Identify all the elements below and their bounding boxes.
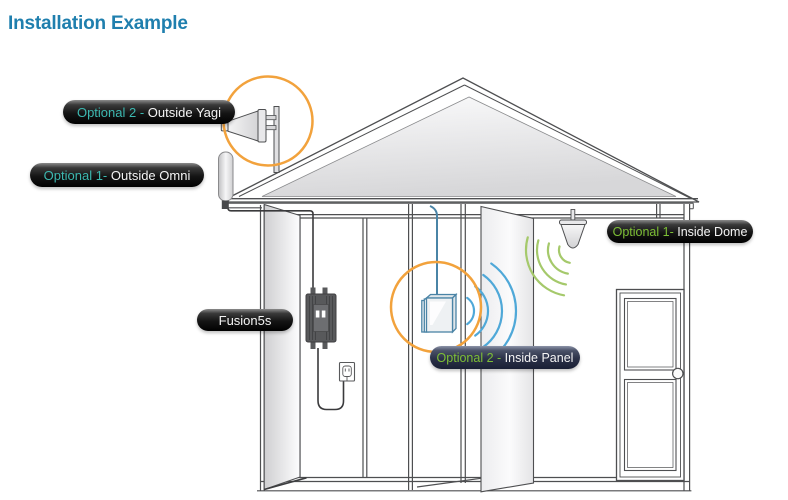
amp-led [315,310,320,318]
right-eave-soffit [689,203,694,210]
label-inside-dome: Optional 1- Inside Dome [607,220,753,243]
open-wall-panel [263,203,307,491]
label-outside-omni-text: Outside Omni [107,167,191,183]
inside-panel-antenna [421,292,458,334]
entry-door [615,288,685,482]
label-fusion5s-text: Fusion5s [218,312,272,328]
door-bottom-panel [623,378,677,472]
gable-face [261,96,677,197]
outside-omni-antenna [218,151,234,209]
outside-yagi-antenna [220,106,280,173]
door-top-panel [623,297,677,371]
fusion5s-amplifier [305,287,337,349]
roof [224,77,700,210]
power-cable [317,348,345,411]
dome-signal-waves [524,236,571,297]
door-sweep-line [416,477,482,488]
yagi-mast [273,106,280,173]
label-outside-omni-accent: Optional 1- [43,167,108,183]
page-title: Installation Example [8,13,188,34]
label-inside-dome-accent: Optional 1- [612,224,674,239]
label-inside-panel-text: Inside Panel [501,350,574,365]
label-outside-yagi-text: Outside Yagi [144,104,222,120]
label-inside-panel-accent: Optional 2 - [436,350,502,365]
door-knob [671,367,684,380]
label-outside-omni: Optional 1- Outside Omni [30,163,204,187]
label-outside-yagi: Optional 2 - Outside Yagi [63,100,235,124]
inside-dome-antenna [559,209,587,249]
label-fusion5s: Fusion5s [197,309,293,331]
coax-cable-omni-to-amp [227,207,314,288]
label-inside-dome-text: Inside Dome [673,224,748,239]
power-outlet [338,361,356,382]
amp-led [321,310,326,318]
cable-to-panel-antenna [429,205,438,294]
label-outside-yagi-accent: Optional 2 - [76,104,145,120]
label-inside-panel: Optional 2 - Inside Panel [430,346,580,369]
